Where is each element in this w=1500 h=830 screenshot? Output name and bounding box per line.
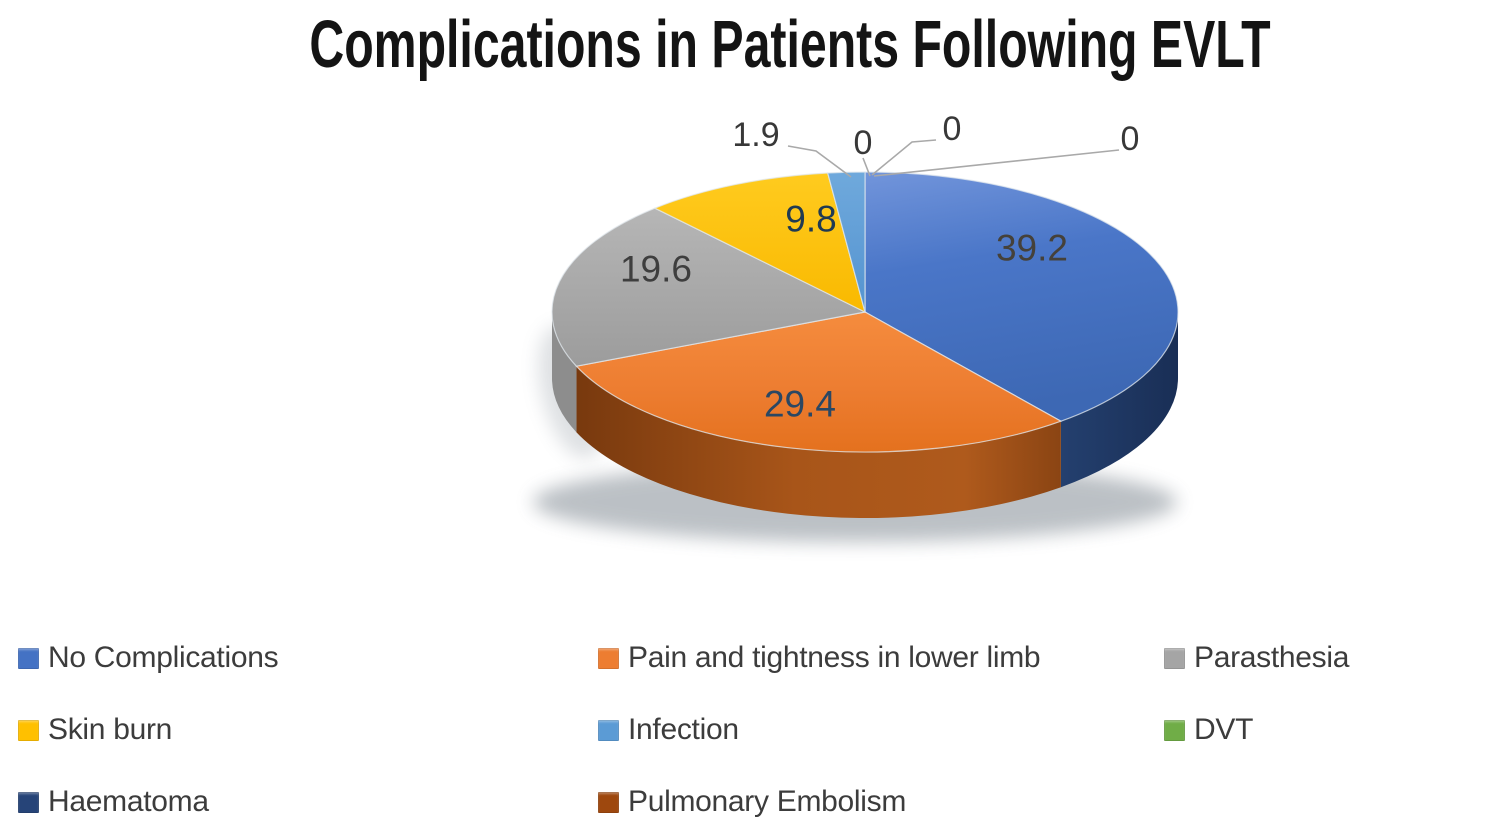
legend-item-haematoma: Haematoma — [18, 784, 209, 820]
data-label-skin-burn: 9.8 — [785, 199, 836, 240]
legend-swatch-pain-and-tightness-in-lower-limb — [598, 647, 619, 669]
callout-line-dvt — [862, 157, 871, 177]
legend-label: Infection — [628, 713, 739, 746]
pie-slice-side-no-complications — [1060, 312, 1178, 488]
legend-swatch-infection — [598, 719, 619, 741]
data-label-infection: 1.9 — [732, 116, 779, 154]
pie-slice-side-parasthesia — [552, 312, 577, 433]
legend-item-skin-burn: Skin burn — [18, 712, 172, 748]
legend-item-dvt: DVT — [1164, 712, 1253, 748]
legend-item-pain-and-tightness-in-lower-limb: Pain and tightness in lower limb — [598, 640, 1041, 676]
legend-item-infection: Infection — [598, 712, 739, 748]
pie-slice-infection — [826, 171, 866, 313]
data-label-pulmonary-embolism: 0 — [1121, 120, 1140, 158]
legend-swatch-parasthesia — [1164, 647, 1185, 669]
legend-label: Pain and tightness in lower limb — [628, 641, 1041, 674]
data-label-no-complications: 39.2 — [996, 228, 1068, 269]
pie-slice-skin-burn — [653, 172, 866, 314]
chart-title: Complications in Patients Following EVLT — [309, 7, 1271, 82]
data-label-parasthesia: 19.6 — [620, 249, 692, 290]
pie-slice-side-pain-and-tightness-in-lower-limb — [576, 366, 1061, 519]
legend-swatch-pulmonary-embolism — [598, 791, 619, 813]
legend-swatch-no-complications — [18, 647, 39, 669]
legend-label: No Complications — [48, 641, 279, 674]
data-label-dvt: 0 — [854, 124, 873, 162]
pie-slice-no-complications — [864, 171, 1179, 422]
callout-line-infection — [787, 145, 852, 178]
data-label-haematoma: 0 — [943, 110, 962, 148]
callout-line-pulmonary-embolism — [873, 149, 1120, 177]
legend-item-parasthesia: Parasthesia — [1164, 640, 1349, 676]
data-label-pain-and-tightness-in-lower-limb: 29.4 — [764, 384, 836, 425]
legend-label: Haematoma — [48, 785, 209, 818]
legend-item-no-complications: No Complications — [18, 640, 279, 676]
pie-slice-parasthesia — [551, 207, 867, 367]
pie-slice-pain-and-tightness-in-lower-limb — [575, 311, 1063, 453]
legend-swatch-dvt — [1164, 719, 1185, 741]
legend-label: Skin burn — [48, 713, 173, 746]
legend-label: DVT — [1194, 713, 1254, 746]
legend-swatch-skin-burn — [18, 719, 39, 741]
legend-label: Pulmonary Embolism — [628, 785, 907, 818]
callout-line-haematoma — [871, 139, 937, 176]
legend-item-pulmonary-embolism: Pulmonary Embolism — [598, 784, 906, 820]
legend-label: Parasthesia — [1194, 641, 1350, 674]
legend-swatch-haematoma — [18, 791, 39, 813]
